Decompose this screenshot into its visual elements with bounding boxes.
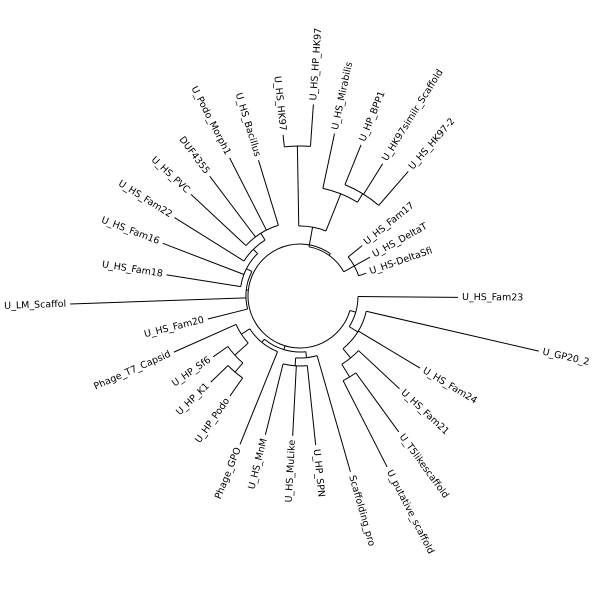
tree-branch — [252, 248, 258, 254]
tree-arc — [245, 224, 279, 246]
tree-branch — [316, 355, 351, 473]
tree-arc — [342, 372, 357, 382]
tree-branch — [349, 310, 356, 313]
tree-branch — [309, 104, 314, 147]
tree-branch — [306, 365, 317, 446]
tree-branch — [261, 338, 265, 343]
tree-branch — [322, 133, 336, 189]
tip-label: U_HS_MnM — [247, 437, 270, 490]
tip-label: U_HK97similr_Scaffold — [380, 67, 446, 163]
tip-label: U_HS_Fam16 — [100, 215, 161, 247]
tree-branch — [294, 357, 297, 366]
tip-label: U_HS_MuLike — [284, 439, 298, 502]
tree-branch — [162, 242, 245, 275]
tree-branch — [166, 274, 241, 288]
tree-arc — [348, 296, 359, 327]
tip-label: U_HP_BPP1 — [357, 90, 387, 144]
tree-branch — [282, 134, 285, 147]
tip-label: U_HP_SPN — [311, 449, 327, 498]
tree-branch — [234, 362, 244, 373]
tree-arc — [227, 346, 244, 364]
tree-arc — [240, 253, 258, 287]
tree-branch — [308, 227, 314, 247]
tip-label: DUF4355 — [176, 135, 211, 177]
tree-branch — [358, 350, 400, 390]
tree-branch — [190, 194, 247, 246]
tree-branch — [229, 377, 244, 397]
tree-branch — [355, 372, 400, 433]
tree-branch — [241, 328, 251, 335]
tree-arc — [264, 338, 306, 353]
tree-branch — [357, 193, 364, 203]
tip-label: U_HS_PVC — [149, 155, 192, 196]
tree-branch — [296, 146, 300, 227]
tip-label: U_HS_HK97-2 — [407, 116, 458, 172]
tip-label: U_HS_Fam20 — [143, 315, 205, 341]
tree-branch — [292, 365, 297, 436]
tree-arc — [322, 187, 358, 203]
tip-label: U_HS_Fam22 — [116, 178, 174, 220]
tree-branch — [358, 272, 367, 277]
tree-branch — [366, 310, 539, 352]
tip-label: U_HS_HK97 — [271, 76, 288, 132]
tree-branch — [378, 171, 409, 206]
tip-labels: U_HS_Fam23U_GP20_2U_HS_Fam24U_HS_Fam21U_… — [4, 28, 590, 556]
tree-arc — [243, 239, 266, 262]
tree-arc — [247, 243, 351, 349]
tip-label: U_HS_Fam24 — [421, 365, 479, 406]
tree-branch — [283, 345, 286, 350]
tree-edges — [70, 104, 539, 473]
tree-arc — [342, 311, 367, 350]
tip-label: Scaffolding_pro — [346, 474, 377, 547]
tree-branch — [229, 157, 267, 231]
tree-branch — [174, 217, 245, 262]
tree-branch — [260, 232, 266, 241]
tree-branch — [348, 326, 359, 333]
tip-label: U_LM_Scaffol — [4, 299, 66, 312]
tree-branch — [358, 330, 421, 369]
tree-arc — [344, 184, 380, 206]
tree-branch — [344, 144, 362, 185]
tree-branch — [207, 308, 248, 320]
tree-branch — [325, 193, 342, 232]
tip-label: U_HS_Fam23 — [462, 292, 523, 304]
tree-branch — [341, 363, 351, 378]
tree-branch — [209, 175, 256, 238]
tip-label: Phage_T7_Capsid — [92, 349, 172, 393]
tip-label: Phage_GPO — [213, 446, 244, 501]
tree-branch — [305, 351, 307, 358]
tree-arc — [227, 365, 243, 379]
tree-branch — [342, 380, 388, 468]
tree-branch — [258, 160, 279, 226]
tree-branch — [212, 346, 229, 358]
tree-branch — [246, 268, 253, 272]
tree-branch — [210, 365, 229, 383]
tip-label: U_GP20_2 — [541, 347, 590, 368]
tree-arc — [341, 350, 359, 365]
tree-branch — [343, 265, 355, 273]
tip-label: U_HS_Bacillus — [233, 92, 263, 158]
tree-branch — [173, 324, 237, 353]
tip-label: U_Podo_Morph1 — [189, 85, 233, 157]
tree-branch — [347, 245, 363, 258]
tree-arc — [308, 246, 345, 273]
tip-label: U_HS_Fam21 — [399, 387, 451, 437]
tree-branch — [357, 296, 458, 298]
tip-label: U_HS_HP_HK97 — [308, 28, 324, 101]
tip-label: U_HS_Mirabilis — [330, 61, 355, 131]
tree-branch — [363, 163, 384, 195]
tip-label: U_HS_Fam18 — [101, 259, 163, 279]
tip-label: U_HP_Podo — [193, 396, 232, 445]
tree-branch — [353, 256, 371, 267]
tree-branch — [342, 348, 352, 359]
tree-branch — [239, 351, 278, 445]
tree-branch — [70, 297, 247, 305]
tree-branch — [234, 342, 249, 356]
tree-arc — [245, 271, 253, 310]
tree-branch — [264, 363, 284, 435]
tree-arc — [249, 328, 278, 353]
